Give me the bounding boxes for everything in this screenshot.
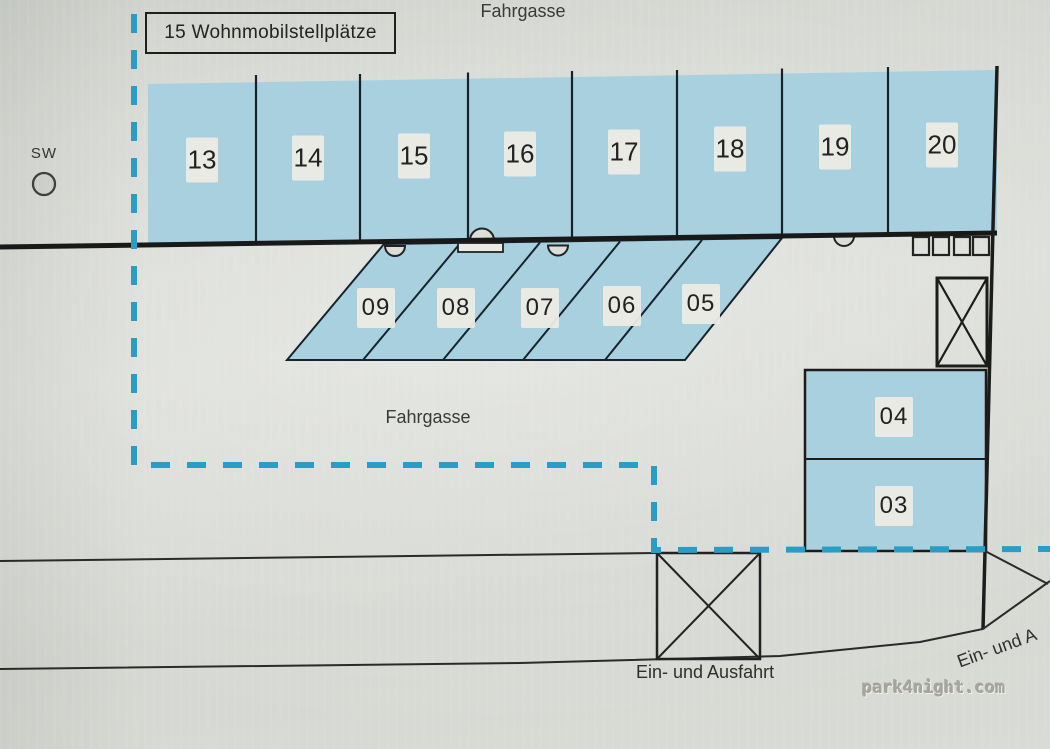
exit-label-bottom: Ein- und Ausfahrt [636, 662, 775, 682]
parking-spot-06: 06 [603, 286, 641, 326]
plan-title: 15 Wohnmobilstellplätze [145, 12, 396, 54]
parking-spot-18: 18 [714, 126, 746, 172]
top-spot-dividers [254, 67, 890, 244]
service-squares [911, 235, 991, 257]
parking-spot-09: 09 [357, 288, 395, 328]
parking-spot-04: 04 [875, 397, 913, 437]
parking-spot-16: 16 [504, 131, 536, 177]
parking-spot-03: 03 [875, 486, 913, 526]
parking-spot-07: 07 [521, 288, 559, 328]
lane-label-top: Fahrgasse [480, 1, 566, 21]
parking-spot-15: 15 [398, 133, 430, 179]
parking-spot-19: 19 [819, 124, 851, 170]
main-lane-line [0, 230, 998, 250]
bottom-road-top-edge [0, 552, 658, 562]
barrier-box-bottom [655, 551, 762, 661]
parking-spot-08: 08 [437, 288, 475, 328]
angled-spot-dividers [362, 239, 703, 361]
barrier-box-right [935, 276, 989, 368]
sw-label: SW [30, 145, 58, 162]
parking-spot-05: 05 [682, 284, 720, 324]
parking-spot-17: 17 [608, 129, 640, 175]
parking-spot-13: 13 [186, 137, 218, 183]
gate-marker [457, 242, 504, 253]
parking-spot-20: 20 [926, 122, 958, 168]
parking-spot-14: 14 [292, 135, 324, 181]
watermark: park4night.com [862, 678, 1006, 698]
lane-fixtures [383, 227, 856, 257]
route-dashed-line [131, 14, 1050, 554]
right-exit-edge [984, 550, 1049, 585]
lane-label-middle: Fahrgasse [385, 407, 471, 427]
sw-marker-circle [31, 171, 57, 197]
bottom-road-bottom-edge [0, 580, 1050, 670]
